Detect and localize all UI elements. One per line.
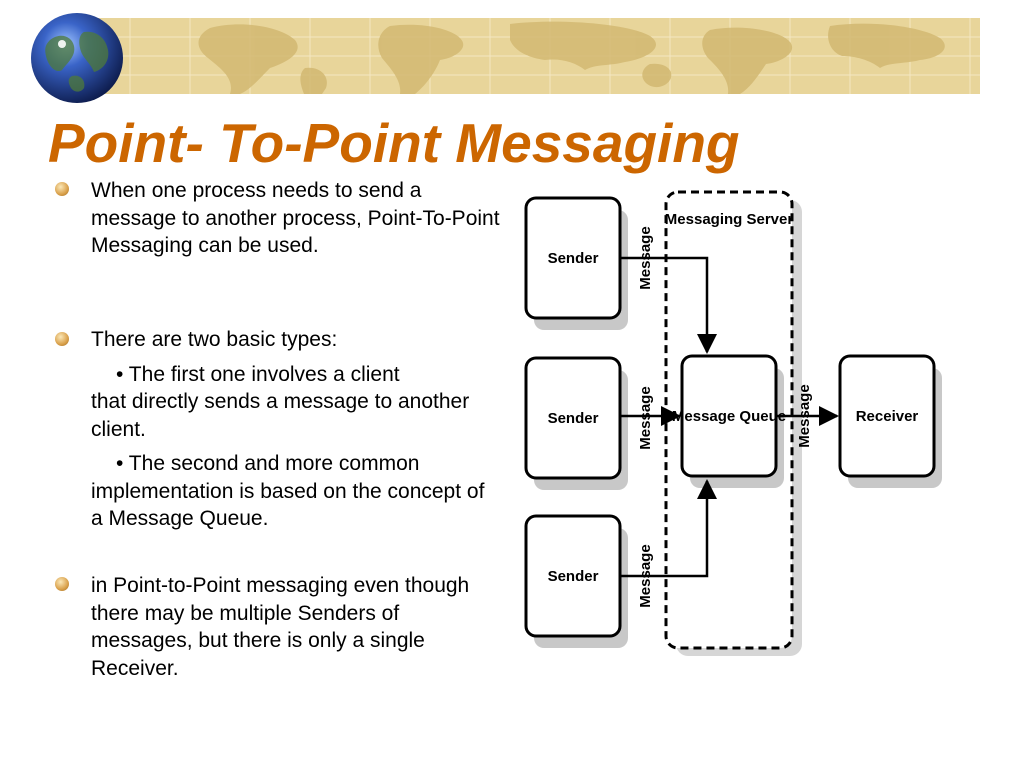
sender-label: Sender bbox=[548, 410, 599, 427]
receiver-label: Receiver bbox=[856, 408, 919, 425]
message-label: Message bbox=[796, 384, 813, 447]
bullet-text: When one process needs to send a message… bbox=[91, 179, 500, 257]
sender-box: Sender bbox=[524, 196, 628, 330]
point-to-point-diagram: Messaging Server Sender Sender Sender Me… bbox=[524, 190, 942, 656]
world-map-banner bbox=[90, 18, 980, 94]
sender3-to-queue-arrow bbox=[620, 479, 717, 578]
globe-icon bbox=[31, 13, 123, 103]
sub-bullet: • The second and more common implementati… bbox=[91, 450, 501, 533]
sender1-to-queue-arrow bbox=[620, 256, 717, 354]
sub-bullet: • The first one involves a client that di… bbox=[91, 361, 501, 444]
message-label: Message bbox=[637, 544, 654, 607]
sender-box: Sender bbox=[524, 356, 628, 490]
message-label: Message bbox=[637, 226, 654, 289]
sender-label: Sender bbox=[548, 568, 599, 585]
sub-bullet-lead: • The second and more common bbox=[116, 452, 420, 475]
bullet-text: in Point-to-Point messaging even though … bbox=[91, 574, 470, 680]
bullet-icon bbox=[55, 577, 69, 591]
sub-bullet-rest: implementation is based on the concept o… bbox=[91, 479, 485, 531]
sub-bullet-rest: that directly sends a message to another… bbox=[91, 390, 470, 441]
sub-bullet-lead: • The first one involves a client bbox=[116, 362, 400, 386]
message-queue-label: Message Queue bbox=[672, 408, 786, 425]
bullet-list: When one process needs to send a message… bbox=[0, 0, 500, 768]
slide-title: Point- To-Point Messaging bbox=[48, 112, 740, 174]
bullet-text: There are two basic types: bbox=[91, 328, 338, 351]
bullet-icon bbox=[55, 182, 69, 196]
sender-box: Sender bbox=[524, 514, 628, 648]
message-queue-box: Message Queue bbox=[672, 354, 786, 488]
message-label: Message bbox=[637, 386, 654, 449]
bullet-group: There are two basic types: • The first o… bbox=[91, 326, 501, 540]
sender-label: Sender bbox=[548, 250, 599, 267]
receiver-box: Receiver bbox=[838, 354, 942, 488]
bullet-icon bbox=[55, 332, 69, 346]
messaging-server-label: Messaging Server bbox=[665, 211, 794, 228]
